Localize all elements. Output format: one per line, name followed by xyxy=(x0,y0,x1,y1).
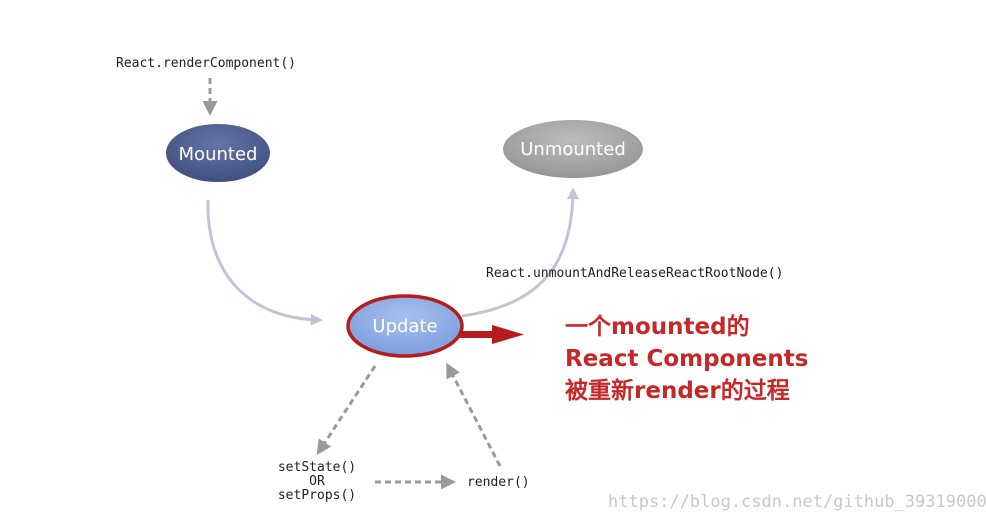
unmounted-label: Unmounted xyxy=(520,139,626,160)
arrow-render-to-update xyxy=(446,362,502,467)
unmount-release-label: React.unmountAndReleaseReactRootNode() xyxy=(486,266,783,281)
mounted-node: Mounted xyxy=(164,122,272,184)
render-component-label: React.renderComponent() xyxy=(116,56,296,71)
arrow-mounted-to-update xyxy=(206,199,323,326)
watermark-text: https://blog.csdn.net/github_39319000 xyxy=(608,492,986,512)
arrow-update-to-setstate xyxy=(316,365,377,456)
set-props-label: setProps() xyxy=(278,488,356,503)
unmounted-node: Unmounted xyxy=(501,118,645,180)
highlight-arrow xyxy=(460,325,524,344)
set-state-label: setState() xyxy=(278,460,356,475)
annotation-line-2: React Components xyxy=(565,346,808,372)
annotation-line-3: 被重新render的过程 xyxy=(565,377,790,404)
arrow-update-to-unmounted xyxy=(461,187,579,318)
annotation-line-1: 一个mounted的 xyxy=(565,313,750,340)
mounted-label: Mounted xyxy=(179,144,258,165)
render-label: render() xyxy=(467,475,530,490)
update-label: Update xyxy=(372,316,437,337)
update-node: Update xyxy=(346,294,464,358)
or-label: OR xyxy=(309,474,325,489)
